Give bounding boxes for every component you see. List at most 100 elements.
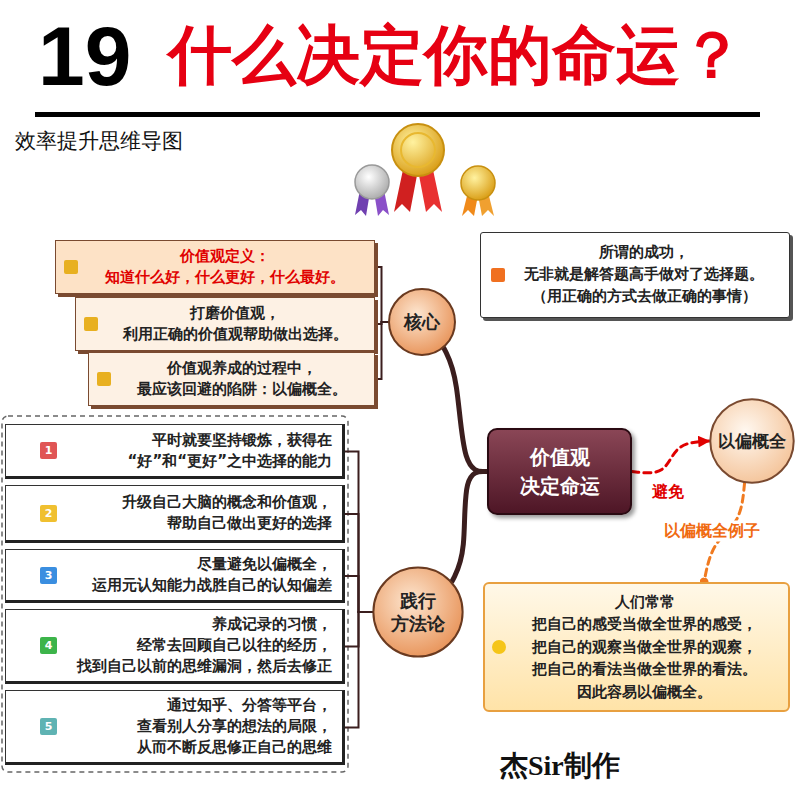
text-line: 帮助自己做出更好的选择 (67, 513, 332, 534)
text-line: 价值观定义： (86, 246, 364, 267)
text-line: 价值观养成的过程中， (119, 358, 364, 379)
circle-outline (372, 566, 464, 658)
central-topic: 价值观 决定命运 (487, 428, 632, 515)
bullet-icon (491, 268, 505, 282)
author-credit: 杰Sir制作 (500, 752, 620, 780)
callout-number: 1 (40, 442, 57, 459)
text-line: 核心 (404, 310, 440, 333)
dashed-panel (2, 416, 348, 772)
text-line: 1 (40, 442, 57, 459)
text-line: 因此容易以偏概全。 (515, 681, 774, 704)
silver-medal (355, 165, 389, 199)
circle-shape (389, 289, 455, 355)
text-line: 2 (40, 505, 57, 522)
node-text: 价值观定义： (86, 246, 364, 267)
node-text: 以偏概全 (718, 430, 786, 452)
connector (452, 472, 487, 582)
bullet-icon (64, 260, 78, 274)
method-step-box: 1 平时就要坚持锻炼，获得在 “好”和“更好”之中选择的能力 (5, 424, 345, 479)
text-line: 把自己的观察当做全世界的观察， (515, 636, 774, 659)
text-line: 打磨价值观， (106, 303, 364, 324)
node-text: 核心 (404, 310, 440, 333)
text-line: 把自己的看法当做全世界的看法。 (515, 658, 774, 681)
bullet-icon (84, 317, 98, 331)
node-text: 所谓的成功， 无非就是解答题高手做对了选择题。 （用正确的方式去做正确的事情） (511, 242, 777, 307)
bullet-icon (97, 372, 111, 386)
pitfall-circle: 以偏概全 (709, 398, 795, 484)
connector (345, 576, 372, 612)
text-line: 利用正确的价值观帮助做出选择。 (106, 324, 364, 345)
text-line: 方法论 (391, 612, 445, 635)
connector (345, 612, 372, 728)
node-text: 知道什么好，什么更好，什么最好。 (86, 267, 364, 288)
circle-shape (373, 567, 462, 656)
circle-shape (710, 399, 793, 482)
text-line: 养成记录的习惯， (67, 614, 332, 635)
text-line: 效率提升思维导图 (15, 131, 183, 152)
text-line: 从而不断反思修正自己的思维 (67, 737, 332, 758)
method-step-box: 3 尽量避免以偏概全， 运用元认知能力战胜自己的认知偏差 (5, 549, 345, 603)
text-line: 什么决定你的命运？ (168, 24, 744, 88)
node-text: 通过知乎、分答等平台， 查看别人分享的想法的局限， 从而不断反思修正自己的思维 (67, 695, 332, 758)
edge-label: 以偏概全例子 (661, 521, 763, 542)
chapter-number: 19 (38, 14, 131, 98)
callout-number: 3 (40, 567, 57, 584)
text-line: 以偏概全 (718, 430, 786, 452)
text-line: 以偏概全例子 (664, 521, 760, 542)
connector (375, 267, 388, 322)
text-line: 避免 (652, 482, 684, 503)
key-point-box: 打磨价值观， 利用正确的价值观帮助做出选择。 (75, 297, 375, 351)
text-line: 所谓的成功， (511, 242, 777, 264)
text-line: 4 (40, 637, 57, 654)
text-line: 找到自己以前的思维漏洞，然后去修正 (67, 656, 332, 677)
text-line: 3 (40, 567, 57, 584)
branch-circle: 践行 方法论 (372, 566, 464, 658)
node-text: 价值观养成的过程中， 最应该回避的陷阱：以偏概全。 (119, 358, 364, 400)
text-line: 查看别人分享的想法的局限， (67, 716, 332, 737)
text-line: 通过知乎、分答等平台， (67, 695, 332, 716)
text-line: 升级自己大脑的概念和价值观， (67, 492, 332, 513)
callout-number: 4 (40, 637, 57, 654)
callout-number: 2 (40, 505, 57, 522)
text-line: 经常去回顾自己以往的经历， (67, 635, 332, 656)
example-box: 人们常常 把自己的感受当做全世界的感受， 把自己的观察当做全世界的观察， 把自己… (483, 582, 790, 712)
text-line: 人们常常 (515, 591, 774, 614)
text-line: 把自己的感受当做全世界的感受， (515, 613, 774, 636)
gold-medal (392, 124, 444, 176)
connector (345, 452, 372, 613)
edge-label: 避免 (649, 482, 687, 503)
text-line: （用正确的方式去做正确的事情） (511, 286, 777, 308)
text-line: 平时就要坚持锻炼，获得在 (67, 430, 332, 451)
bullet-icon (492, 640, 506, 654)
node-text: 价值观 决定命运 (520, 443, 600, 501)
node-text: 人们常常 把自己的感受当做全世界的感受， 把自己的观察当做全世界的观察， 把自己… (515, 591, 774, 704)
node-text: 尽量避免以偏概全， 运用元认知能力战胜自己的认知偏差 (67, 554, 332, 596)
text-line: 5 (40, 718, 57, 735)
connector (345, 514, 372, 612)
text-line: 杰Sir制作 (500, 752, 620, 780)
title-underline (35, 112, 760, 117)
node-text: 打磨价值观， 利用正确的价值观帮助做出选择。 (106, 303, 364, 345)
method-step-box: 4 养成记录的习惯， 经常去回顾自己以往的经历， 找到自己以前的思维漏洞，然后去修… (5, 609, 345, 684)
connector (375, 322, 388, 379)
text-line: 最应该回避的陷阱：以偏概全。 (119, 379, 364, 400)
text-line: 运用元认知能力战胜自己的认知偏差 (67, 575, 332, 596)
connector (632, 441, 709, 473)
text-line: 无非就是解答题高手做对了选择题。 (511, 264, 777, 286)
text-line: 决定命运 (520, 472, 600, 501)
method-step-box: 2 升级自己大脑的概念和价值观， 帮助自己做出更好的选择 (5, 485, 345, 543)
title: 什么决定你的命运？ (168, 24, 744, 88)
text-line: 知道什么好，什么更好，什么最好。 (86, 267, 364, 288)
text-line: 19 (38, 14, 131, 98)
branch-circle: 核心 (388, 288, 456, 356)
text-line: 价值观 (520, 443, 600, 472)
medal-illustration (355, 124, 495, 216)
subtitle: 效率提升思维导图 (15, 131, 183, 152)
text-line: 践行 (391, 589, 445, 612)
node-text: 践行 方法论 (391, 589, 445, 636)
callout-number: 5 (40, 718, 57, 735)
method-step-box: 5 通过知乎、分答等平台， 查看别人分享的想法的局限， 从而不断反思修正自己的思维 (5, 690, 345, 765)
text-line: “好”和“更好”之中选择的能力 (67, 451, 332, 472)
key-point-box: 价值观养成的过程中， 最应该回避的陷阱：以偏概全。 (88, 352, 375, 406)
